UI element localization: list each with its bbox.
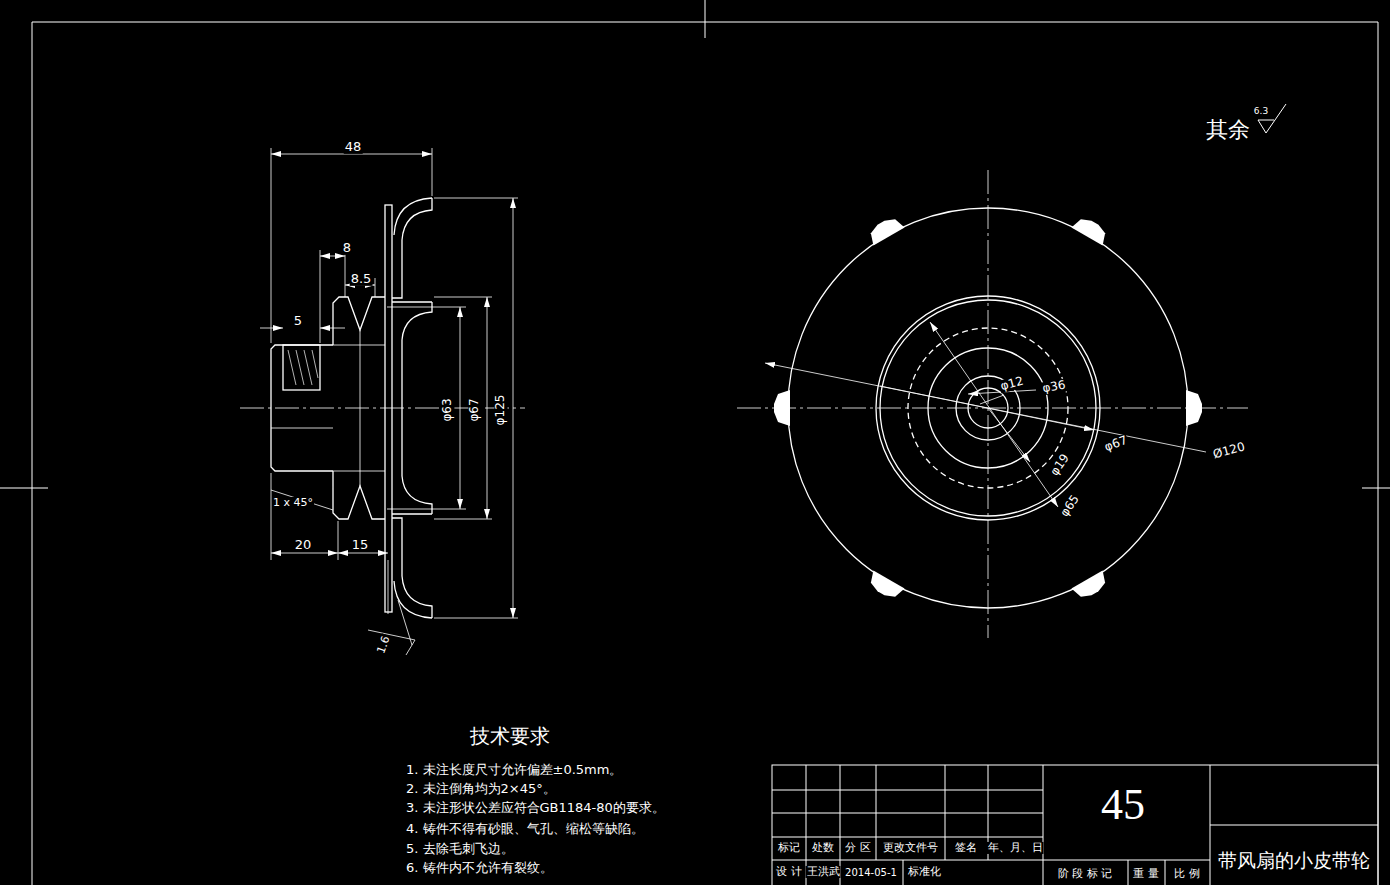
dimension-text: 8.5 (350, 272, 373, 286)
title-block-cell: 分 区 (844, 842, 872, 854)
dimension-text: 5 (293, 314, 303, 328)
dimension-lines (260, 148, 518, 655)
roughness-note: 其余 (1205, 118, 1251, 142)
dimension-text: 15 (351, 538, 370, 552)
dimension-text: 48 (344, 140, 363, 154)
dimension-text: 8 (342, 241, 352, 255)
title-block-cell: 重 量 (1132, 868, 1160, 880)
dimension-text: φ36 (1040, 378, 1067, 395)
title-block-cell: 年、月、日 (987, 842, 1044, 854)
title-block-cell: 设 计 (775, 866, 803, 878)
title-block-cell: 签名 (954, 842, 978, 854)
note-text: 1. 未注长度尺寸允许偏差±0.5mm。 (405, 763, 623, 777)
title-block-cell: 更改文件号 (882, 842, 939, 854)
title-block-cell: 标准化 (907, 866, 942, 878)
section-view (240, 198, 525, 618)
note-text: 2. 未注倒角均为2×45°。 (405, 782, 557, 796)
dimension-text: Ø120 (1211, 440, 1248, 462)
note-text: 3. 未注形状公差应符合GB1184-80的要求。 (405, 801, 666, 815)
title-block-cell: 2014-05-1 (844, 867, 898, 878)
dimension-text: φ19 (1047, 451, 1072, 479)
title-block-cell: 处数 (811, 842, 835, 854)
end-view (737, 170, 1248, 638)
dimension-text: φ63 (441, 397, 454, 422)
leader-lines (765, 322, 1206, 507)
title-block-cell: 阶 段 标 记 (1057, 868, 1114, 880)
title-block (772, 765, 1378, 885)
dimension-text: φ65 (1057, 492, 1082, 520)
note-text: 5. 去除毛刺飞边。 (405, 842, 515, 856)
material-text: 45 (1100, 781, 1146, 829)
title-block-cell: 比 例 (1173, 868, 1201, 880)
note-text: 4. 铸件不得有砂眼、气孔、缩松等缺陷。 (405, 822, 645, 836)
roughness-value: 6.3 (1253, 107, 1269, 117)
notes-heading: 技术要求 (469, 725, 551, 747)
dimension-text: φ67 (468, 397, 481, 422)
dimension-text: φ125 (494, 394, 507, 427)
dimension-text: φ67 (1102, 433, 1130, 454)
note-text: 6. 铸件内不允许有裂纹。 (405, 861, 554, 875)
roughness-value: 1.6 (375, 634, 393, 656)
dimension-text: 20 (294, 538, 313, 552)
drawing-title: 带风扇的小皮带轮 (1217, 850, 1371, 871)
title-block-cell: 标记 (777, 842, 801, 854)
title-block-cell: 王洪武 (806, 866, 841, 878)
dimension-text: φ12 (998, 374, 1026, 393)
chamfer-text: 1 x 45° (272, 497, 314, 509)
